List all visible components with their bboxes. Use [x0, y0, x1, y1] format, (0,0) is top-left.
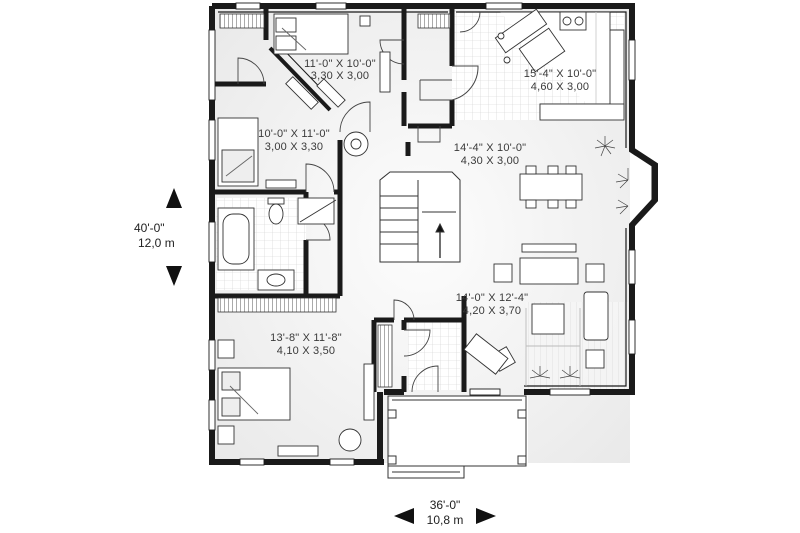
bedroom2-dims-metric: 3,30 X 3,00 [310, 70, 370, 82]
overall-depth-imperial: 40'-0" [134, 221, 165, 235]
kitchen-dims-metric: 4,60 X 3,00 [530, 81, 590, 93]
closets [217, 13, 451, 388]
width-dimension-arrows [394, 508, 496, 524]
front-porch [387, 395, 527, 479]
master-dims-metric: 4,10 X 3,50 [276, 345, 336, 357]
living-dims-metric: 4,20 X 3,70 [462, 305, 522, 317]
overall-width-imperial: 36'-0" [429, 498, 461, 512]
kitchen-dims-imperial: 15'-4" X 10'-0" [523, 68, 597, 80]
dining-dims-metric: 4,30 X 3,00 [460, 155, 520, 167]
dining-table [519, 165, 583, 209]
plants [529, 136, 629, 379]
bedroom3-furniture [217, 117, 369, 189]
master-dims-imperial: 13'-8" X 11'-8" [270, 332, 342, 344]
living-dims-imperial: 14'-0" X 12'-4" [455, 292, 529, 304]
bedroom3-dims-imperial: 10'-0" X 11'-0" [258, 128, 330, 140]
master-bedroom-furniture [217, 339, 375, 457]
depth-dimension-arrows [166, 188, 182, 286]
bedroom3-dims-metric: 3,00 X 3,30 [264, 141, 324, 153]
kitchen-fixtures [494, 8, 625, 121]
dining-dims-imperial: 14'-4" X 10'-0" [453, 142, 527, 154]
staircase [379, 171, 461, 263]
windows [208, 2, 653, 466]
overall-depth-metric: 12,0 m [138, 236, 175, 250]
bathroom-fixtures [217, 197, 337, 291]
bedroom2-furniture [273, 13, 391, 110]
bedroom2-dims-imperial: 11'-0" X 10'-0" [304, 58, 376, 70]
living-furniture [463, 243, 609, 386]
overall-width-metric: 10,8 m [426, 513, 464, 527]
